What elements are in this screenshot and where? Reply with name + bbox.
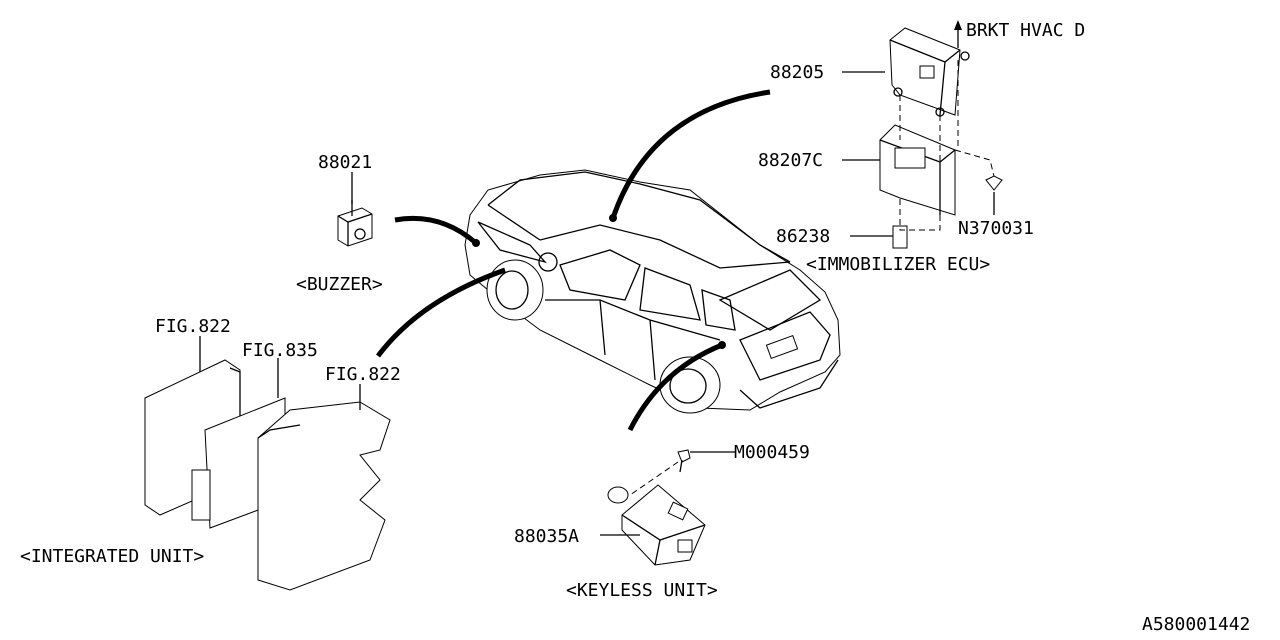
fig-label-822-b: FIG.822 — [325, 364, 401, 385]
integrated-unit-caption: <INTEGRATED UNIT> — [20, 546, 204, 567]
buzzer-location-leader — [394, 215, 478, 245]
fig-label-822-a: FIG.822 — [155, 316, 231, 337]
diagram-id: A580001442 — [1142, 614, 1250, 635]
location-leaders — [376, 89, 771, 432]
vehicle-illustration — [464, 169, 841, 414]
labels: 88021 <BUZZER> FIG.822 FIG.835 FIG.822 <… — [20, 20, 1250, 635]
immobilizer-location-leader — [610, 89, 771, 219]
part-label-88021: 88021 — [318, 152, 372, 173]
keyless-unit-caption: <KEYLESS UNIT> — [566, 580, 718, 601]
buzzer-caption: <BUZZER> — [296, 274, 383, 295]
immobilizer-parts — [879, 27, 1003, 249]
part-label-m000459: M000459 — [734, 442, 810, 463]
keyless-unit-part — [607, 449, 706, 566]
part-label-88205: 88205 — [770, 62, 824, 83]
buzzer-part — [337, 200, 373, 247]
immobilizer-ecu-caption: <IMMOBILIZER ECU> — [806, 254, 990, 275]
part-label-n370031: N370031 — [958, 218, 1034, 239]
fig-label-835: FIG.835 — [242, 340, 318, 361]
keyless-location-leader — [627, 342, 723, 432]
part-label-86238: 86238 — [776, 226, 830, 247]
integrated-unit-parts — [144, 359, 391, 591]
part-label-88207c: 88207C — [758, 150, 823, 171]
integrated-unit-location-leader — [376, 267, 506, 358]
brkt-hvac-label: BRKT HVAC D — [966, 20, 1085, 41]
part-label-88035a: 88035A — [514, 526, 579, 547]
